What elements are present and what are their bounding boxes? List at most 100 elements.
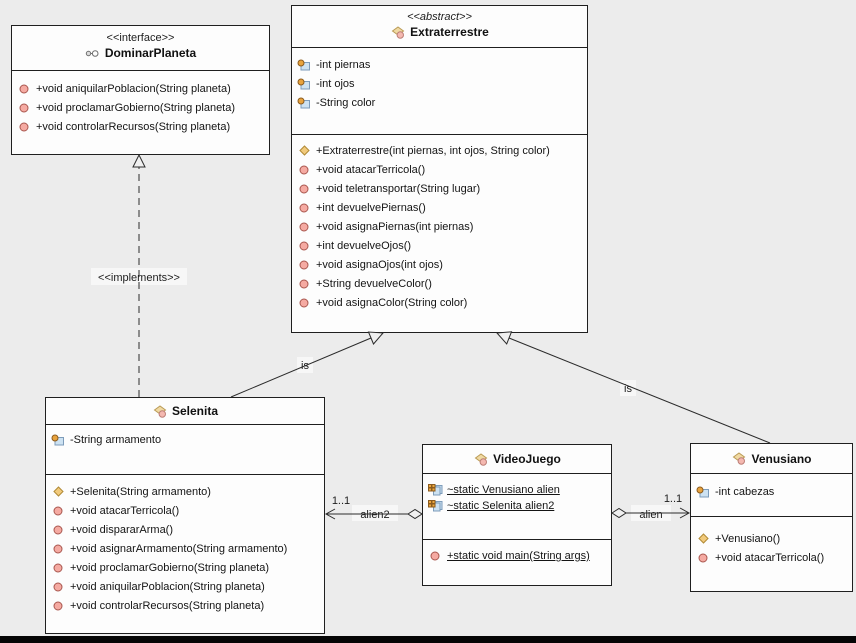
field-icon	[296, 59, 312, 71]
multiplicity-left-label: 1..1	[332, 495, 350, 507]
attributes-compartment: ~static Venusiano alien ~static Selenita …	[423, 473, 611, 539]
class-name: DominarPlaneta	[104, 46, 197, 60]
method-icon	[296, 260, 312, 270]
generalization-triangle-right	[495, 331, 513, 345]
member-text: +void controlarRecursos(String planeta)	[70, 599, 265, 612]
class-name: Venusiano	[751, 451, 812, 466]
class-member-row: +void asignarArmamento(String armamento)	[46, 539, 324, 558]
methods-compartment: +Extraterrestre(int piernas, int ojos, S…	[292, 134, 587, 332]
diamond-right	[611, 507, 627, 519]
methods-compartment: +Selenita(String armamento)+void atacarT…	[46, 474, 324, 633]
alien2-label-bg	[352, 505, 398, 521]
class-icon	[473, 452, 489, 466]
method-icon	[296, 222, 312, 232]
member-text: +void aniquilarPoblacion(String planeta)	[70, 580, 265, 593]
method-icon	[296, 279, 312, 289]
member-text: +int devuelvePiernas()	[316, 201, 426, 214]
static-field-icon	[427, 484, 443, 496]
field-icon	[296, 78, 312, 90]
class-box-dominarplaneta[interactable]: <<interface>> DominarPlaneta +void aniqu…	[11, 25, 270, 155]
member-text: +void atacarTerricola()	[316, 163, 426, 176]
implements-label: <<implements>>	[98, 272, 180, 284]
generalization-line-venusiano[interactable]	[508, 337, 771, 444]
member-text: -int ojos	[316, 77, 355, 90]
methods-compartment: +void aniquilarPoblacion(String planeta)…	[12, 70, 269, 154]
class-member-row: +int devuelveOjos()	[292, 236, 587, 255]
attributes-compartment: -int cabezas	[691, 473, 852, 516]
member-text: ~static Selenita alien2	[447, 500, 555, 512]
method-icon	[427, 551, 443, 561]
methods-compartment: +static void main(String args)	[423, 539, 611, 585]
member-text: -int cabezas	[715, 485, 775, 498]
class-member-row: +static void main(String args)	[423, 548, 611, 564]
attributes-compartment: -String armamento	[46, 424, 324, 474]
class-member-row: +void teletransportar(String lugar)	[292, 179, 587, 198]
methods-compartment: +Venusiano() +void atacarTerricola()	[691, 516, 852, 591]
is-left-label-bg	[297, 357, 313, 373]
member-text: +static void main(String args)	[447, 550, 590, 562]
method-icon	[50, 563, 66, 573]
class-member-row: +void aniquilarPoblacion(String planeta)	[12, 79, 269, 98]
constructor-icon	[50, 486, 66, 497]
member-text: ~static Venusiano alien	[447, 484, 560, 496]
class-box-venusiano[interactable]: Venusiano -int cabezas +Venusiano() +void…	[690, 443, 853, 592]
bottom-bar	[0, 636, 856, 643]
class-member-row: +void asignaPiernas(int piernas)	[292, 217, 587, 236]
class-icon	[390, 25, 406, 39]
class-member-row: -int ojos	[292, 74, 587, 93]
method-icon	[50, 506, 66, 516]
open-arrowhead-right	[679, 507, 691, 519]
class-box-selenita[interactable]: Selenita -String armamento +Selenita(Str…	[45, 397, 325, 634]
static-field-icon	[427, 500, 443, 512]
class-box-extraterrestre[interactable]: <<abstract>> Extraterrestre -int piernas…	[291, 5, 588, 333]
class-name: VideoJuego	[493, 452, 561, 466]
class-member-row: -String armamento	[46, 430, 324, 449]
member-text: +void asignaColor(String color)	[316, 296, 468, 309]
class-title: Selenita	[46, 398, 324, 424]
method-icon	[695, 553, 711, 563]
class-member-row: +void proclamarGobierno(String planeta)	[46, 558, 324, 577]
alien2-role-label: alien2	[360, 509, 389, 521]
method-icon	[296, 241, 312, 251]
method-icon	[16, 103, 32, 113]
class-name: Extraterrestre	[410, 25, 489, 39]
class-member-row: +void asignaOjos(int ojos)	[292, 255, 587, 274]
implements-label-bg	[91, 268, 187, 285]
class-member-row: +void dispararArma()	[46, 520, 324, 539]
class-member-row: +String devuelveColor()	[292, 274, 587, 293]
method-icon	[296, 165, 312, 175]
class-member-row: +void atacarTerricola()	[691, 548, 852, 567]
class-icon	[731, 452, 747, 465]
member-text: -String armamento	[70, 433, 162, 446]
is-right-label-bg	[620, 380, 636, 396]
diamond-left	[407, 508, 423, 520]
field-icon	[296, 97, 312, 109]
class-member-row: ~static Venusiano alien	[423, 482, 611, 498]
class-member-row: +void asignaColor(String color)	[292, 293, 587, 312]
alien-label-bg	[631, 505, 671, 521]
member-text: +void atacarTerricola()	[715, 551, 825, 564]
member-text: +Venusiano()	[715, 532, 781, 545]
class-name: Selenita	[171, 404, 219, 418]
constructor-icon	[695, 533, 711, 544]
class-member-row: +void controlarRecursos(String planeta)	[46, 596, 324, 615]
class-member-row: +void atacarTerricola()	[292, 160, 587, 179]
class-member-row: -String color	[292, 93, 587, 112]
member-text: +void controlarRecursos(String planeta)	[36, 120, 231, 133]
constructor-icon	[296, 145, 312, 156]
class-box-videojuego[interactable]: VideoJuego ~static Venusiano alien~stati…	[422, 444, 612, 586]
generalization-line-selenita[interactable]	[230, 337, 372, 398]
member-text: +void proclamarGobierno(String planeta)	[36, 101, 236, 114]
member-text: +void proclamarGobierno(String planeta)	[70, 561, 270, 574]
member-text: -int piernas	[316, 58, 371, 71]
implements-triangle-arrowhead	[132, 153, 146, 168]
class-member-row: +Extraterrestre(int piernas, int ojos, S…	[292, 141, 587, 160]
class-member-row: +void proclamarGobierno(String planeta)	[12, 98, 269, 117]
is-left-label: is	[301, 360, 309, 372]
class-member-row: -int piernas	[292, 55, 587, 74]
stereotype-label: <<abstract>>	[407, 11, 472, 23]
class-member-row: -int cabezas	[691, 482, 852, 501]
method-icon	[296, 203, 312, 213]
interface-icon	[85, 49, 101, 58]
